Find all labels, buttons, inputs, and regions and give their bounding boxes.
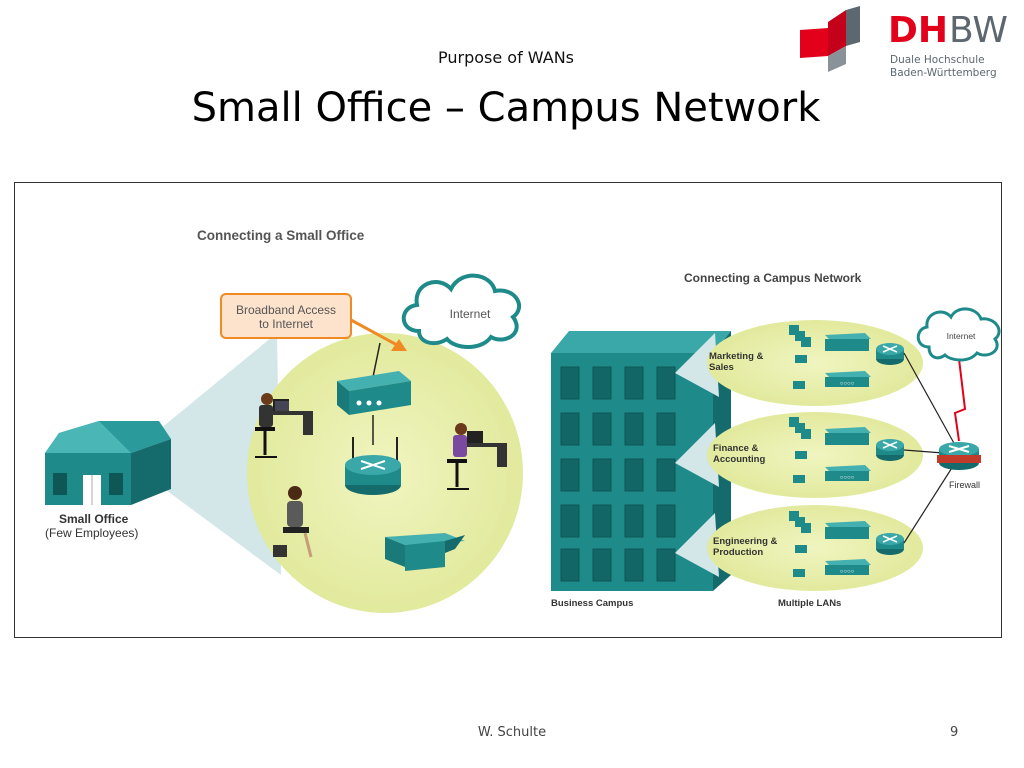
- business-campus-label: Business Campus: [551, 598, 633, 609]
- dept-engineering-line-2: Production: [713, 547, 763, 558]
- projection-engineering: [675, 513, 719, 577]
- lightning-icon: [953, 358, 967, 442]
- person-icon: [447, 423, 507, 490]
- logo-line-2: Baden-Württemberg: [890, 67, 997, 79]
- firewall-icon: [937, 442, 981, 470]
- logo-line-1: Duale Hochschule: [890, 54, 985, 66]
- projection-marketing: [675, 333, 719, 397]
- svg-text:○○○○: ○○○○: [840, 569, 855, 575]
- computer-icon: [789, 417, 811, 483]
- building-windows: [560, 366, 676, 582]
- house-icon: [45, 421, 171, 505]
- figure-frame: Connecting a Small Office Small Office (…: [14, 182, 1002, 638]
- computer-icon: [275, 401, 289, 411]
- dept-marketing-line-2: Sales: [709, 362, 734, 373]
- lan-link-marketing: [903, 352, 956, 446]
- router-icon: [345, 437, 401, 495]
- lan-link-finance: [903, 449, 944, 454]
- logo-brand-dh: DH: [888, 10, 949, 51]
- footer-author: W. Schulte: [477, 725, 547, 740]
- broadband-callout: [220, 293, 352, 339]
- computer-icon: [789, 511, 811, 577]
- multiple-lans-label: Multiple LANs: [778, 598, 841, 609]
- broadband-label-line-1: Broadband Access: [236, 303, 336, 317]
- campus-internet-label: Internet: [947, 331, 976, 341]
- callout-arrow: [350, 318, 398, 347]
- switch-icon: ○○○○: [825, 521, 871, 575]
- footer-page-number: 9: [950, 725, 959, 740]
- cloud-icon: [401, 273, 521, 349]
- dept-finance-line-2: Accounting: [713, 454, 765, 465]
- campus-heading: Connecting a Campus Network: [684, 271, 862, 285]
- dept-finance-line-1: Finance &: [713, 443, 759, 454]
- person-icon: [273, 486, 313, 558]
- broadband-label-line-2: to Internet: [259, 317, 314, 331]
- computer-icon: [789, 325, 811, 389]
- svg-text:○○○○: ○○○○: [840, 381, 855, 387]
- router-icon: [876, 439, 904, 461]
- network-diagram: Connecting a Small Office Small Office (…: [45, 228, 1001, 613]
- modem-icon: [337, 371, 411, 415]
- switch-icon: ○○○○: [825, 333, 871, 387]
- slide-title: Small Office – Campus Network: [191, 85, 821, 131]
- dept-marketing-line-1: Marketing &: [709, 351, 764, 362]
- projection-finance: [675, 423, 719, 487]
- printer-icon: [385, 533, 465, 571]
- firewall-label: Firewall: [949, 480, 980, 490]
- router-icon: [876, 343, 904, 365]
- lan-link-engineering: [903, 462, 956, 544]
- small-office-label: Small Office: [59, 512, 129, 526]
- cloud-to-modem-link: [372, 342, 381, 378]
- logo-mark-icon: [800, 6, 860, 72]
- small-office-projection: [143, 333, 281, 575]
- small-office-heading: Connecting a Small Office: [197, 228, 365, 243]
- switch-icon: ○○○○: [825, 427, 871, 481]
- small-office-sublabel: (Few Employees): [45, 526, 138, 540]
- cloud-icon: [916, 307, 1001, 362]
- logo-brand-bw: BW: [949, 10, 1009, 51]
- dept-engineering-line-1: Engineering &: [713, 536, 778, 547]
- slide-subtitle: Purpose of WANs: [438, 48, 574, 67]
- internet-label: Internet: [450, 307, 491, 321]
- callout-arrow-head: [391, 339, 407, 351]
- router-icon: [876, 533, 904, 555]
- svg-text:○○○○: ○○○○: [840, 475, 855, 481]
- dhbw-logo: DH BW Duale Hochschule Baden-Württemberg: [798, 6, 1016, 86]
